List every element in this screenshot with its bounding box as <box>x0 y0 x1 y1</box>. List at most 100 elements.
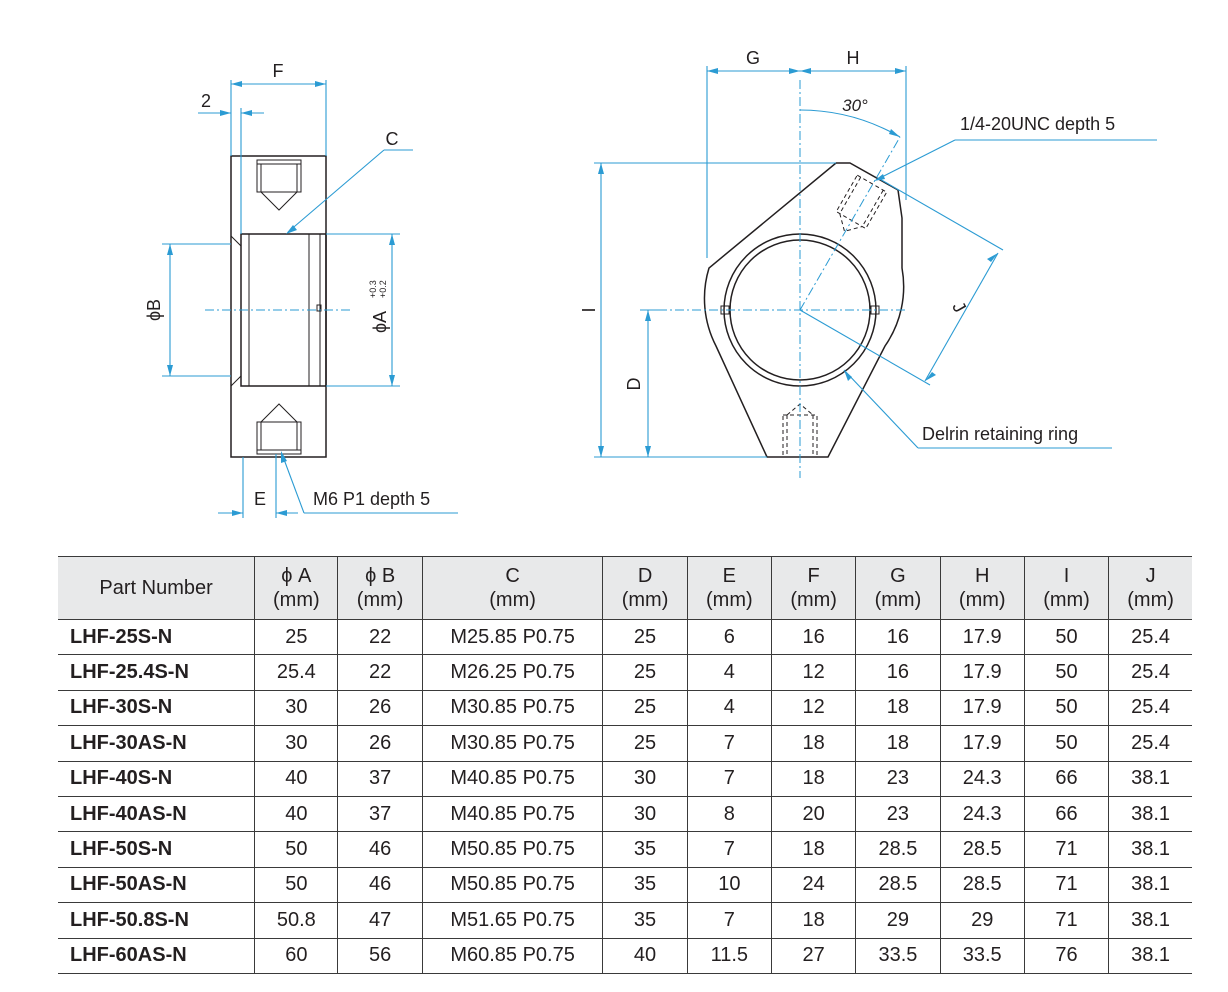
table-cell: 37 <box>337 760 423 797</box>
side-view: F 2 C ϕB ϕA +0.3 +0.2 E M6 P1 depth 5 <box>144 61 458 518</box>
technical-drawing: F 2 C ϕB ϕA +0.3 +0.2 E M6 P1 depth 5 <box>144 48 1157 518</box>
table-cell: 25 <box>602 618 688 656</box>
side-view-chamfer <box>230 235 242 387</box>
column-header-unit: (mm) <box>1043 589 1090 611</box>
label-phiA-group: ϕA +0.3 +0.2 <box>368 280 390 333</box>
table-cell: 35 <box>602 831 688 868</box>
table-cell: 24 <box>770 866 857 904</box>
table-cell: 30 <box>254 689 339 727</box>
table-cell: 30 <box>602 795 688 833</box>
table-cell: 60 <box>254 937 339 974</box>
label-E: E <box>254 489 266 509</box>
column-header-unit: (mm) <box>1127 589 1174 611</box>
table-cell: 25.4 <box>1108 618 1192 656</box>
table-cell: 12 <box>770 654 857 691</box>
column-header-label: H <box>975 565 990 587</box>
side-view-bottom-hole <box>256 403 302 455</box>
table-cell: 46 <box>337 831 423 868</box>
table-cell: 50 <box>254 831 339 868</box>
column-header-label: C <box>505 565 520 587</box>
table-cell: 4 <box>686 689 772 727</box>
table-cell: 16 <box>855 618 941 656</box>
table-cell: 25.4 <box>1108 689 1192 727</box>
part-number-cell: LHF-50AS-N <box>58 866 256 904</box>
table-cell: 11.5 <box>686 937 772 974</box>
table-cell: 28.5 <box>855 831 941 868</box>
column-header-label: E <box>722 565 736 587</box>
table-cell: 40 <box>254 760 339 797</box>
label-F: F <box>273 61 284 81</box>
table-cell: 50.8 <box>254 902 339 939</box>
column-header: ϕ B(mm) <box>337 556 423 620</box>
table-cell: 47 <box>337 902 423 939</box>
column-header-unit: (mm) <box>356 589 404 611</box>
table-cell: 29 <box>939 902 1025 939</box>
label-30-deg: 30° <box>842 96 868 115</box>
table-cell: 7 <box>686 902 772 939</box>
table-cell: 66 <box>1023 760 1110 797</box>
table-cell: 50 <box>1023 725 1110 762</box>
table-cell: 25 <box>602 725 688 762</box>
table-cell: 38.1 <box>1108 831 1192 868</box>
table-cell: 71 <box>1023 902 1110 939</box>
side-view-top-hole <box>256 159 302 211</box>
label-J: J <box>948 298 970 316</box>
table-cell: 38.1 <box>1108 866 1192 904</box>
table-cell: 40 <box>254 795 339 833</box>
table-cell: 8 <box>686 795 772 833</box>
table-cell: 16 <box>855 654 941 691</box>
table-cell: 17.9 <box>939 689 1025 727</box>
table-cell: 50 <box>254 866 339 904</box>
column-header-label: D <box>637 565 653 587</box>
table-cell: 24.3 <box>939 760 1025 797</box>
table-cell: 22 <box>337 618 423 656</box>
column-header-unit: (mm) <box>273 589 320 611</box>
table-cell: 18 <box>770 760 857 797</box>
label-delrin: Delrin retaining ring <box>922 424 1078 444</box>
table-cell: 12 <box>770 689 857 727</box>
table-cell: 25.4 <box>254 654 339 691</box>
side-view-body <box>230 155 327 458</box>
column-header: E(mm) <box>686 556 772 620</box>
table-cell: 17.9 <box>939 725 1025 762</box>
label-I: I <box>579 307 599 312</box>
column-header: D(mm) <box>602 556 688 620</box>
table-cell: 26 <box>337 725 423 762</box>
label-D: D <box>624 378 644 391</box>
part-number-cell: LHF-25S-N <box>58 618 256 656</box>
table-cell: 17.9 <box>939 654 1025 691</box>
table-cell: 18 <box>770 831 857 868</box>
column-header-label: ϕ B <box>365 565 396 587</box>
column-header-unit: (mm) <box>706 589 753 611</box>
table-cell: 18 <box>855 689 941 727</box>
column-header: C(mm) <box>421 556 604 620</box>
table-cell: 18 <box>770 902 857 939</box>
table-cell: M30.85 P0.75 <box>421 725 604 762</box>
column-header-label: G <box>890 565 906 587</box>
label-H: H <box>847 48 860 68</box>
table-cell: 40 <box>602 937 688 974</box>
column-header-label: Part Number <box>99 577 213 599</box>
table-cell: 35 <box>602 866 688 904</box>
label-phiA-tol-upper: +0.3 <box>368 280 378 298</box>
column-header-unit: (mm) <box>489 589 536 611</box>
label-phiB: ϕB <box>144 299 164 321</box>
label-2: 2 <box>201 91 211 111</box>
table-cell: 27 <box>770 937 857 974</box>
table-cell: 7 <box>686 831 772 868</box>
table-cell: 25 <box>602 654 688 691</box>
column-header-unit: (mm) <box>790 589 837 611</box>
table-cell: 25.4 <box>1108 725 1192 762</box>
table-cell: 38.1 <box>1108 795 1192 833</box>
table-cell: 71 <box>1023 866 1110 904</box>
